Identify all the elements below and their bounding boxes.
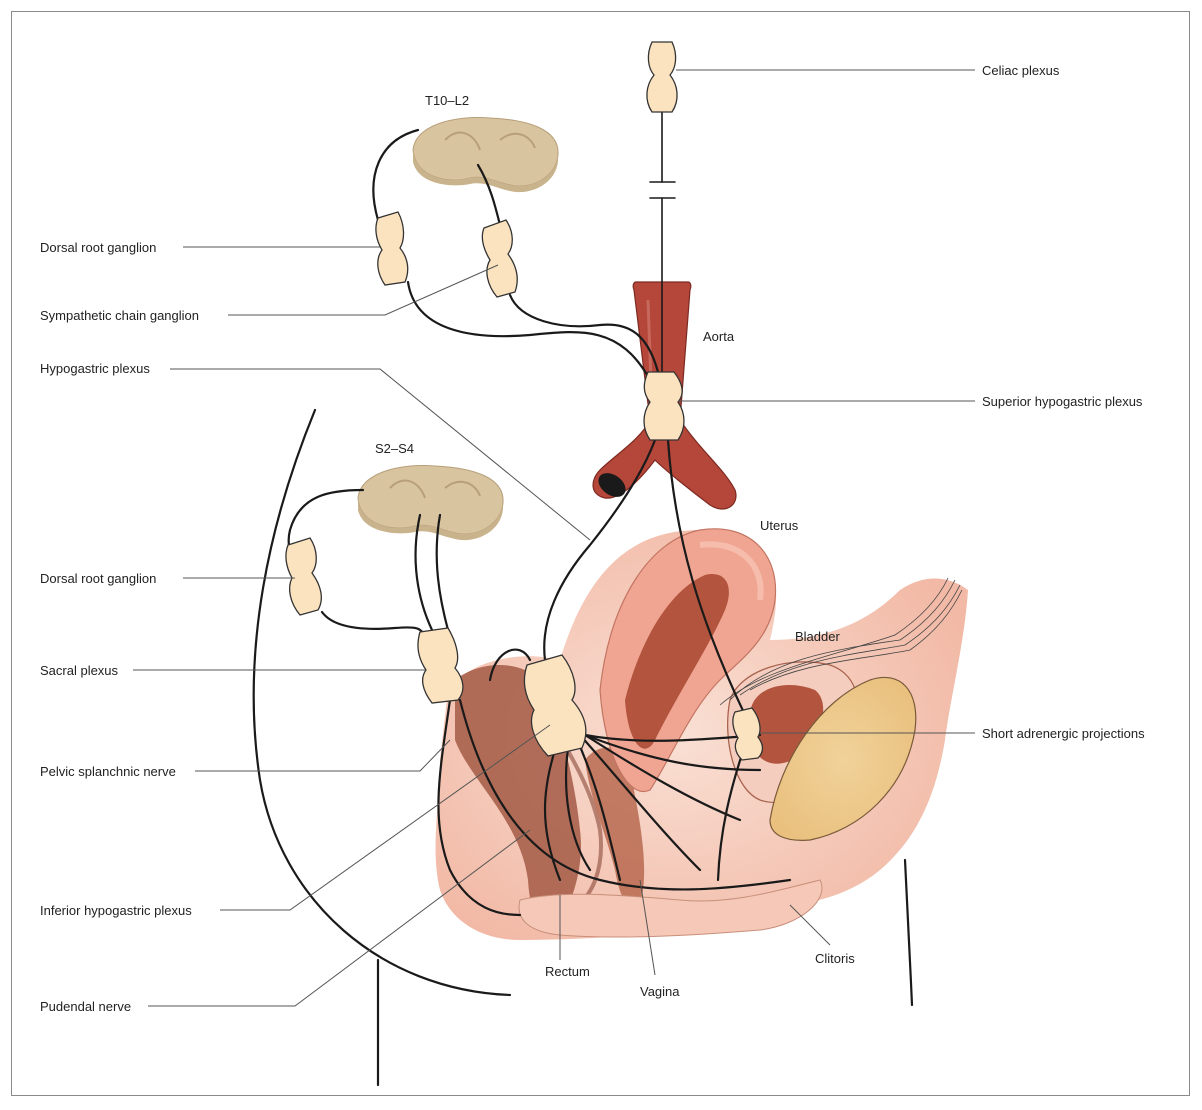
diagram-frame [11, 11, 1190, 1096]
